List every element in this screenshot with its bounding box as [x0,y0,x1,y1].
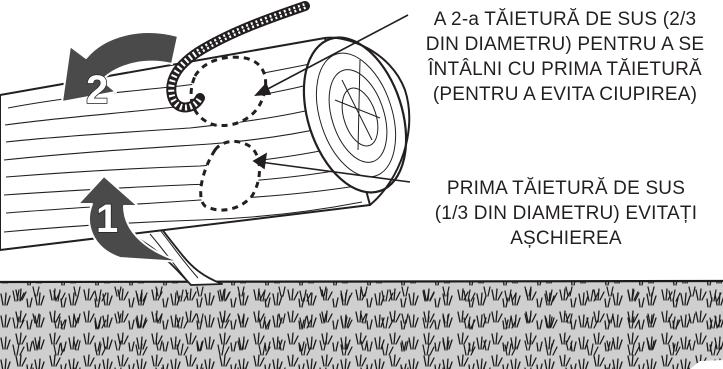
curved-arrow-icon [77,175,183,263]
log-icon [0,36,411,251]
cut-zone-outlines [189,55,268,212]
first-cut-line: PRIMA TĂIETURĂ DE SUS [446,178,686,199]
first-cut-line: (1/3 DIN DIAMETRU) EVITAȚI [434,203,698,224]
second-cut-line: A 2-a TĂIETURĂ DE SUS (2/3 [433,9,697,30]
curved-arrow-icon [61,31,179,103]
second-cut-line: DIN DIAMETRU) PENTRU A SE [425,34,705,55]
chainsaw-chain-icon [166,1,310,113]
ground-grass-icon [0,279,723,369]
pointer-lines [252,14,411,183]
second-cut-callout: A 2-a TĂIETURĂ DE SUS (2/3 DIN DIAMETRU)… [412,7,718,107]
first-cut-line: AȘCHIEREA [510,228,622,249]
first-cut-callout: PRIMA TĂIETURĂ DE SUS (1/3 DIN DIAMETRU)… [428,176,704,251]
second-cut-line: ÎNTÂLNI CU PRIMA TĂIETURĂ [428,59,702,80]
second-cut-line: (PENTRU A EVITA CIUPIREA) [432,84,698,105]
step-2-label: 2 [86,68,108,112]
step-1-label: 1 [96,197,118,241]
